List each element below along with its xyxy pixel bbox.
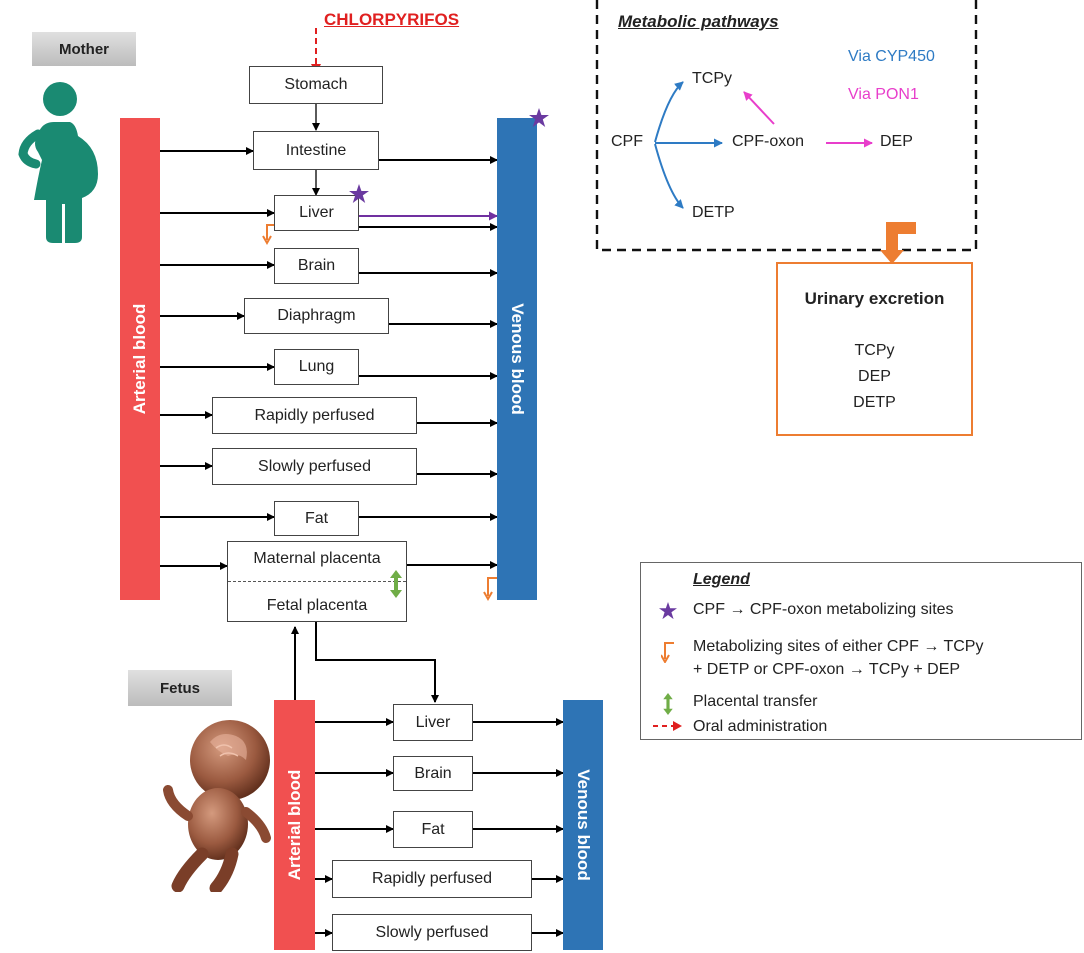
urinary-item: DETP (853, 394, 896, 411)
legend-orange-marker-icon (661, 642, 674, 663)
urinary-title: Urinary excretion (804, 289, 945, 308)
placenta-to-fetal-liver (315, 622, 439, 703)
tcpy-node: TCPy (692, 70, 732, 87)
cpf-to-tcpy-arrow (654, 81, 684, 143)
fetal-placenta-label: Fetal placenta (266, 597, 368, 614)
fetal-arterial-blood: Arterial blood (274, 700, 315, 950)
oxon-to-tcpy-arrow (743, 91, 775, 125)
liver-star-icon (349, 184, 369, 203)
via-pon1-label: Via PON1 (848, 86, 919, 103)
to-urinary-arrow (886, 222, 916, 251)
placenta-divider (228, 581, 406, 582)
detp-node: DETP (692, 204, 735, 221)
via-cyp450-label: Via CYP450 (848, 48, 935, 65)
legend-star-icon (659, 602, 677, 620)
fetus-image-icon (163, 720, 271, 892)
brain-box: Brain (274, 248, 359, 284)
urinary-item: DEP (858, 368, 891, 385)
pathways-title: Metabolic pathways (618, 12, 779, 31)
maternal-arterial-blood: Arterial blood (120, 118, 160, 600)
legend-cpf-oxon-sites: CPF → CPF-oxon metabolizing sites (693, 601, 954, 618)
stomach-box: Stomach (249, 66, 383, 104)
placenta-box: Maternal placenta Fetal placenta (227, 541, 407, 622)
legend-oral-administration: Oral administration (693, 718, 828, 735)
maternal-venous-blood: Venous blood (497, 118, 537, 600)
legend-either-sites-line1: Metabolizing sites of either CPF → TCPy (693, 638, 984, 655)
rapidly-perfused-box: Rapidly perfused (212, 397, 417, 434)
legend-oral-arrow-icon (653, 721, 682, 731)
diaphragm-box: Diaphragm (244, 298, 389, 334)
fetal-liver-box: Liver (393, 704, 473, 741)
cpf-to-detp-arrow (654, 143, 684, 209)
pregnant-mother-icon (18, 82, 98, 244)
legend-box: Legend CPF → CPF-oxon metabolizing sites… (640, 562, 1082, 740)
fetal-venous-blood: Venous blood (563, 700, 603, 950)
legend-either-sites-line2: + DETP or CPF-oxon → TCPy + DEP (693, 661, 961, 678)
fetal-rapidly-perfused-box: Rapidly perfused (332, 860, 532, 898)
dep-node: DEP (880, 133, 913, 150)
fetus-title: Fetus (128, 670, 232, 706)
legend-title: Legend (693, 571, 750, 588)
cpf-oxon-node: CPF-oxon (732, 133, 805, 150)
liver-box: Liver (274, 195, 359, 231)
urinary-item: TCPy (854, 342, 895, 359)
lung-box: Lung (274, 349, 359, 385)
intestine-box: Intestine (253, 131, 379, 170)
legend-placental-icon (663, 693, 673, 715)
venous-orange-marker (487, 577, 497, 596)
placental-transfer-icon (390, 570, 402, 598)
slowly-perfused-box: Slowly perfused (212, 448, 417, 485)
cpf-node: CPF (611, 133, 643, 150)
chlorpyrifos-label: CHLORPYRIFOS (324, 10, 460, 29)
venous-star-icon (529, 108, 549, 127)
pathways-border (595, 0, 978, 252)
fat-box: Fat (274, 501, 359, 536)
fetal-fat-box: Fat (393, 811, 473, 848)
maternal-placenta-label: Maternal placenta (253, 550, 381, 567)
fetal-brain-box: Brain (393, 756, 473, 791)
fetal-slowly-perfused-box: Slowly perfused (332, 914, 532, 951)
urinary-excretion-box: Urinary excretion TCPy DEP DETP (776, 262, 973, 436)
mother-title: Mother (32, 32, 136, 66)
liver-orange-marker (266, 224, 276, 240)
legend-placental-transfer: Placental transfer (693, 693, 818, 710)
